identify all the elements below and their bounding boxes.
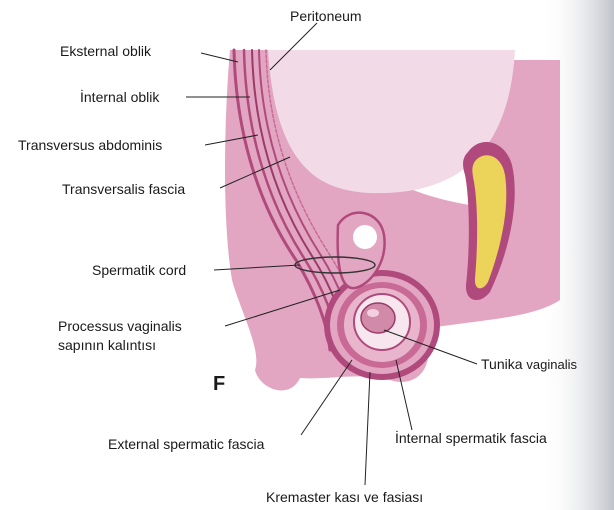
label-internal-oblique: İnternal oblik (80, 89, 159, 105)
label-spermatic-cord: Spermatik cord (92, 262, 186, 278)
label-external-spermatic-fascia: External spermatic fascia (108, 436, 264, 452)
label-tunica-vaginalis-part2: vaginalis (526, 357, 577, 372)
label-external-oblique: Eksternal oblik (60, 43, 151, 59)
label-peritoneum: Peritoneum (290, 8, 362, 24)
label-cremaster: Kremaster kası ve fasiası (266, 489, 423, 505)
label-transversus-abdominis: Transversus abdominis (18, 137, 162, 153)
label-processus-vaginalis-line1: Processus vaginalis (58, 318, 182, 334)
label-transversalis-fascia: Transversalis fascia (62, 181, 185, 197)
label-tunica-vaginalis-part1: Tunika (481, 356, 526, 372)
label-processus-vaginalis-line2: sapının kalıntısı (58, 337, 156, 353)
label-tunica-vaginalis: Tunika vaginalis (481, 356, 577, 373)
testis (361, 303, 395, 333)
testis-highlight (367, 309, 379, 317)
label-internal-spermatic-fascia: İnternal spermatik fascia (395, 430, 547, 446)
processus-vaginalis-remnant-lumen (353, 225, 377, 249)
panel-letter: F (213, 373, 225, 396)
